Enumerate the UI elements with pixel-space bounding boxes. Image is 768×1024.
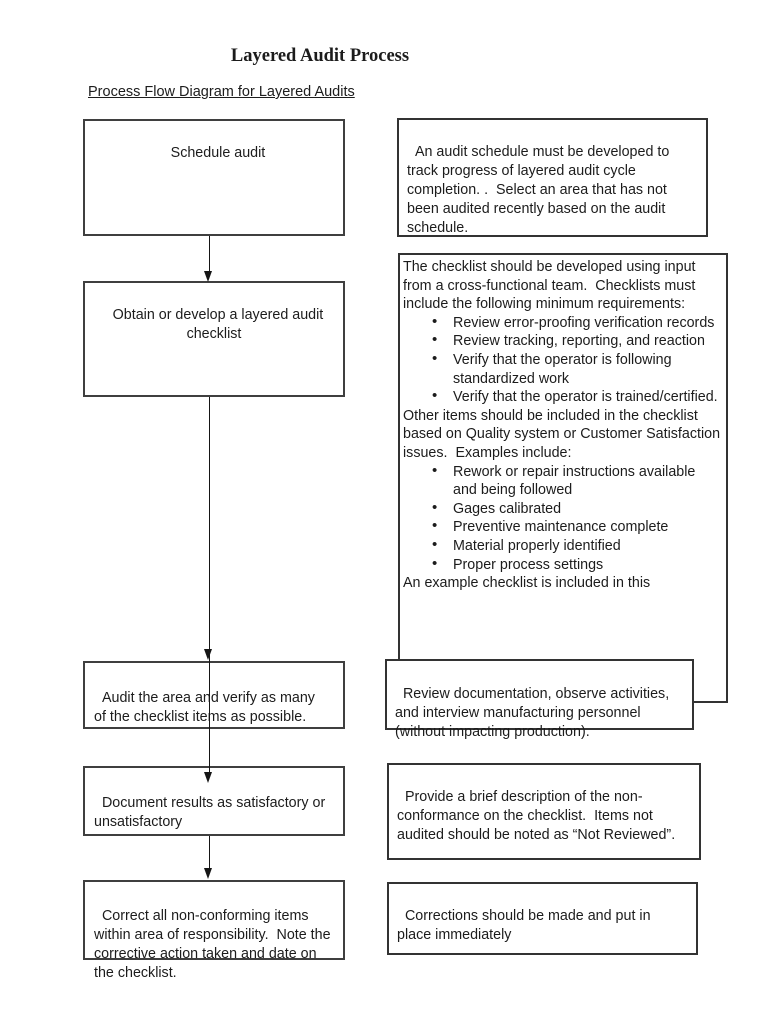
flow-step-document-results: Document results as satisfactory or unsa… <box>83 766 345 836</box>
list-item: Preventive maintenance complete <box>432 517 723 537</box>
flow-connector <box>208 236 210 272</box>
note-corrections: Corrections should be made and put in pl… <box>387 882 698 955</box>
flow-step-label: Schedule audit <box>170 145 266 161</box>
flow-step-label: Audit the area and verify as many of the… <box>94 690 315 725</box>
arrow-down-icon <box>204 868 213 879</box>
note-nonconformance-description: Provide a brief description of the non-c… <box>387 763 701 860</box>
arrow-down-icon <box>204 772 213 783</box>
note-text: Review documentation, observe activities… <box>395 686 674 740</box>
page-title: Layered Audit Process <box>230 46 410 66</box>
flow-step-obtain-checklist: Obtain or develop a layered audit checkl… <box>83 281 345 397</box>
list-item: Verify that the operator is following st… <box>432 350 723 388</box>
note-text: Other items should be included in the ch… <box>403 407 725 461</box>
list-item: Verify that the operator is trained/cert… <box>432 387 723 407</box>
flow-step-label: Document results as satisfactory or unsa… <box>94 795 330 830</box>
section-heading: Process Flow Diagram for Layered Audits <box>88 84 355 100</box>
examples-list: Rework or repair instructions available … <box>403 462 723 575</box>
flow-step-correct-items: Correct all non-conforming items within … <box>83 880 345 981</box>
list-item: Review tracking, reporting, and reaction <box>432 331 723 351</box>
note-text: Provide a brief description of the non-c… <box>397 789 676 843</box>
list-item: Material properly identified <box>432 536 723 556</box>
list-item: Gages calibrated <box>432 499 723 519</box>
flow-connector <box>208 836 210 869</box>
arrow-down-icon <box>204 271 213 282</box>
list-item: Rework or repair instructions available … <box>432 462 723 500</box>
note-checklist-requirements: The checklist should be developed using … <box>398 253 728 703</box>
flow-connector <box>208 397 210 773</box>
flow-step-label: Obtain or develop a layered audit checkl… <box>112 307 328 342</box>
flow-step-schedule-audit: Schedule audit <box>83 119 345 236</box>
list-item: Review error-proofing verification recor… <box>432 313 723 333</box>
note-text-clipped: An example checklist is included in this <box>403 575 651 592</box>
arrow-down-icon <box>204 649 213 660</box>
note-text: Corrections should be made and put in pl… <box>397 908 655 943</box>
requirements-list: Review error-proofing verification recor… <box>403 313 723 407</box>
note-text: An audit schedule must be developed to t… <box>407 144 674 236</box>
flow-step-audit-area: Audit the area and verify as many of the… <box>83 661 345 729</box>
flow-step-label: Correct all non-conforming items within … <box>94 908 335 981</box>
note-text: The checklist should be developed using … <box>403 259 700 313</box>
note-review-documentation: Review documentation, observe activities… <box>385 659 694 740</box>
note-audit-schedule: An audit schedule must be developed to t… <box>397 118 708 237</box>
list-item: Proper process settings <box>432 555 723 575</box>
